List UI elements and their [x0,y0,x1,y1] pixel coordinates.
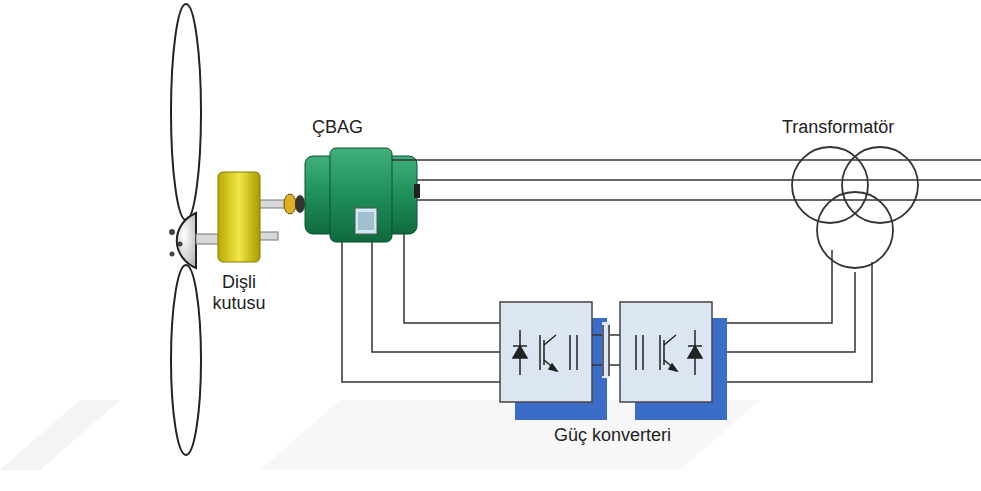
converter-label: Güç konverteri [554,425,671,446]
power-converter [500,302,727,420]
transformer-label: Transformatör [782,117,894,138]
rotor-blade [171,265,201,455]
gearbox-label: Dişli kutusu [204,272,274,313]
gearbox [218,172,260,262]
rotor-wires [342,234,872,382]
low-speed-shaft [196,234,220,244]
transformer-symbol [792,147,918,268]
stator-wires [392,160,981,200]
watermark-shape [0,400,120,470]
generator-label: ÇBAG [312,117,363,138]
rotor-blade [171,4,201,220]
rotor-hub [177,213,196,268]
